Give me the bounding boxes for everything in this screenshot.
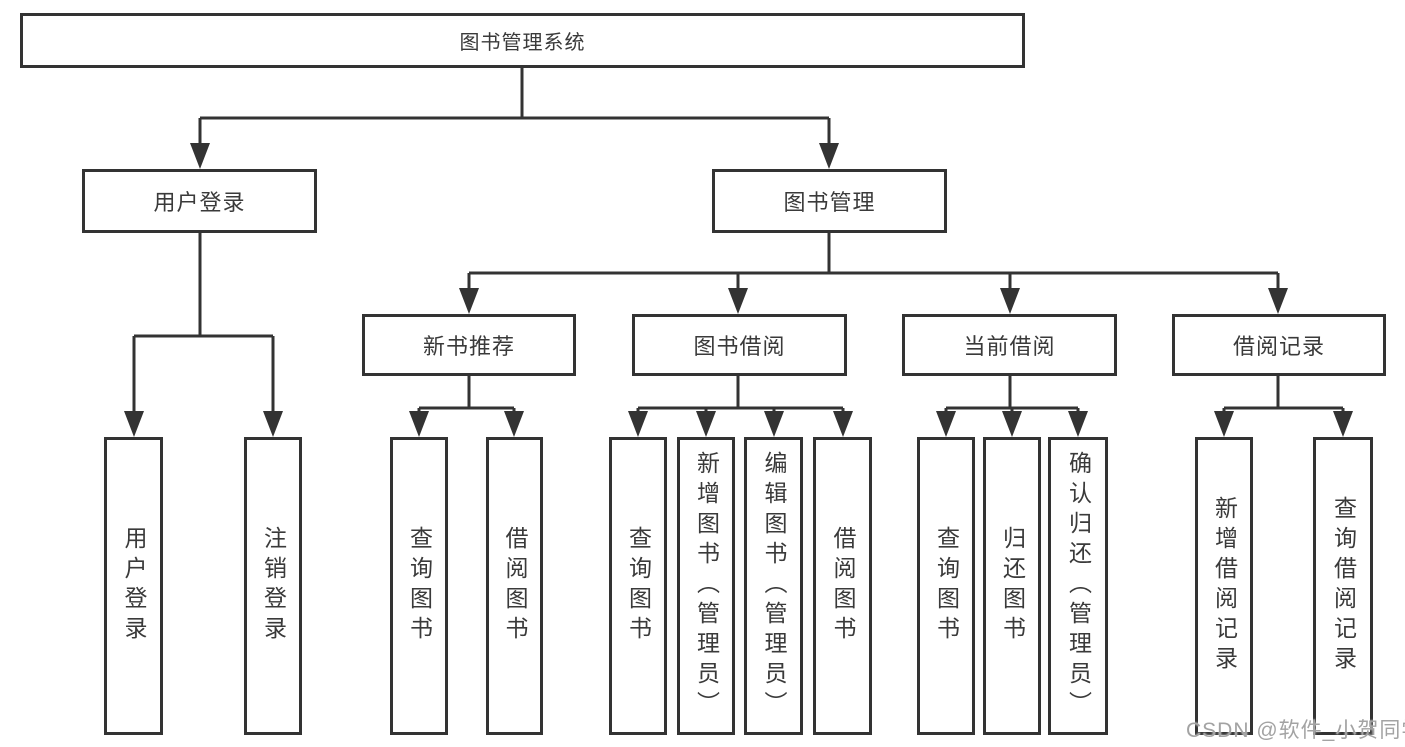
leaf-label: 新增图书（管理员） bbox=[693, 451, 720, 721]
watermark: CSDN @软件_小贺同学 bbox=[1186, 719, 1405, 742]
node-borrow-record: 借阅记录 bbox=[1172, 314, 1386, 376]
leaf-borrow-add-book-admin: 新增图书（管理员） bbox=[677, 437, 735, 735]
leaf-current-query-book: 查询图书 bbox=[917, 437, 975, 735]
arrowheads bbox=[124, 143, 1353, 437]
leaf-borrow-query-book: 查询图书 bbox=[609, 437, 667, 735]
leaf-current-return-book: 归还图书 bbox=[983, 437, 1041, 735]
leaf-current-confirm-return-admin: 确认归还（管理员） bbox=[1048, 437, 1108, 735]
leaf-label: 查询图书 bbox=[625, 526, 652, 646]
node-label: 图书管理 bbox=[783, 190, 876, 215]
node-new-book-recommend: 新书推荐 bbox=[362, 314, 576, 376]
leaf-label: 借阅图书 bbox=[830, 526, 856, 646]
leaf-logout: 注销登录 bbox=[244, 437, 302, 735]
leaf-label: 借阅图书 bbox=[502, 526, 528, 646]
leaf-record-query-record: 查询借阅记录 bbox=[1313, 437, 1373, 735]
leaf-label: 编辑图书（管理员） bbox=[761, 451, 787, 721]
node-label: 用户登录 bbox=[153, 190, 246, 215]
node-label: 当前借阅 bbox=[963, 334, 1056, 359]
leaf-label: 查询图书 bbox=[406, 526, 433, 646]
leaf-label: 查询图书 bbox=[933, 526, 960, 646]
node-user-login: 用户登录 bbox=[82, 169, 317, 233]
leaf-record-add-record: 新增借阅记录 bbox=[1195, 437, 1253, 735]
node-label: 图书借阅 bbox=[693, 334, 786, 359]
node-label: 图书管理系统 bbox=[459, 32, 586, 54]
leaf-newbook-query-book: 查询图书 bbox=[390, 437, 448, 735]
node-book-management: 图书管理 bbox=[712, 169, 947, 233]
leaf-borrow-edit-book-admin: 编辑图书（管理员） bbox=[744, 437, 803, 735]
node-label: 新书推荐 bbox=[422, 334, 515, 359]
node-library-management-system: 图书管理系统 bbox=[20, 13, 1025, 68]
leaf-label: 新增借阅记录 bbox=[1211, 496, 1238, 676]
node-label: 借阅记录 bbox=[1232, 334, 1325, 359]
leaf-label: 确认归还（管理员） bbox=[1065, 451, 1092, 721]
leaf-label: 归还图书 bbox=[999, 526, 1026, 646]
leaf-label: 用户登录 bbox=[121, 526, 147, 646]
leaf-borrow-borrow-book: 借阅图书 bbox=[813, 437, 872, 735]
leaf-user-login: 用户登录 bbox=[104, 437, 163, 735]
leaf-newbook-borrow-book: 借阅图书 bbox=[486, 437, 543, 735]
node-current-borrow: 当前借阅 bbox=[902, 314, 1117, 376]
leaf-label: 查询借阅记录 bbox=[1330, 496, 1357, 676]
node-book-borrow: 图书借阅 bbox=[632, 314, 847, 376]
leaf-label: 注销登录 bbox=[260, 526, 287, 646]
